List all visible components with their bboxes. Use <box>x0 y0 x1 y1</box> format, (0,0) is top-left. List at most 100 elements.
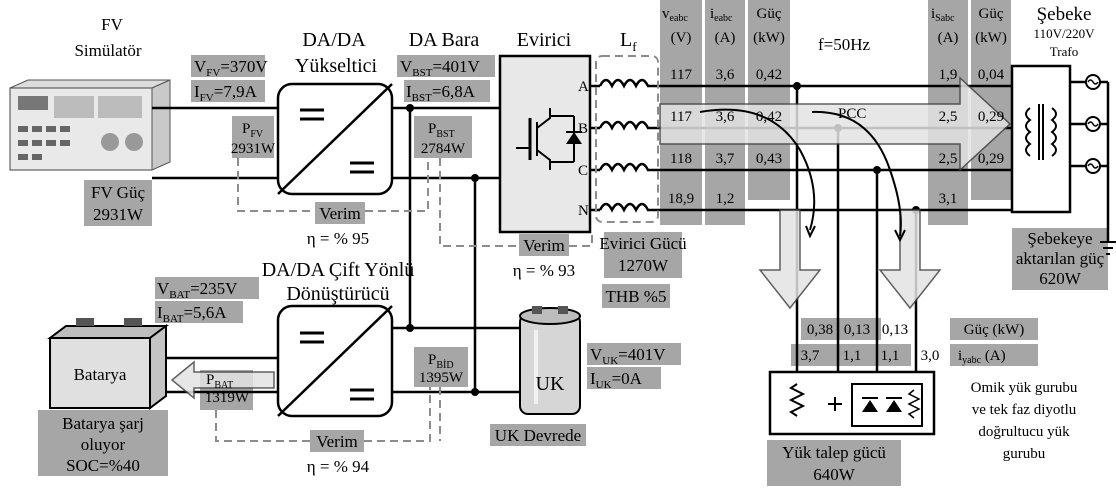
load-demand-2: 640W <box>813 465 856 484</box>
svg-text:3,6: 3,6 <box>716 67 735 83</box>
load-power-values: 0,38 0,13 0,13 <box>807 322 908 338</box>
svg-text:(kW): (kW) <box>753 30 785 46</box>
svg-text:3,0: 3,0 <box>921 348 940 364</box>
inverter-eff-label: Verim <box>523 236 565 255</box>
svg-text:(kW): (kW) <box>975 30 1007 46</box>
grid-title: Şebeke <box>1037 4 1092 25</box>
svg-text:Güç: Güç <box>757 6 782 22</box>
boost-eff-value: η = % 95 <box>307 229 369 248</box>
svg-text:3,7: 3,7 <box>801 348 820 364</box>
svg-text:18,9: 18,9 <box>668 191 694 207</box>
pv-power-2: 2931W <box>93 205 144 224</box>
svg-text:117: 117 <box>670 67 692 83</box>
grid-table-values: 1,9 0,04 2,5 0,29 2,5 0,29 3,1 <box>939 67 1005 207</box>
inverter-symbol <box>498 54 592 234</box>
boost-title-1: DA/DA <box>302 29 366 51</box>
load-current-label: iyabc (A) <box>958 348 1006 366</box>
ground-icon <box>1100 241 1116 255</box>
load-desc-4: gurubu <box>1003 446 1046 462</box>
svg-text:ieabc: ieabc <box>710 6 733 24</box>
bidir-power-label: PBİD <box>428 352 454 371</box>
boost-converter-symbol <box>276 82 394 196</box>
inverter-table-headers: veabc (V) ieabc (A) Güç (kW) <box>662 6 785 46</box>
svg-text:117: 117 <box>670 109 692 125</box>
dc-bus-current: IBST=6,8A <box>406 82 476 104</box>
grid-delivered-2: aktarılan güç <box>1016 249 1105 268</box>
bidirectional-converter-symbol <box>276 304 394 418</box>
battery-icon <box>47 318 169 410</box>
battery-name: Batarya <box>74 365 127 384</box>
filter-inductors <box>598 78 656 213</box>
svg-text:3,1: 3,1 <box>939 191 958 207</box>
inverter-table-values: 117 3,6 0,42 117 3,6 0,42 118 3,7 0,43 1… <box>668 67 782 207</box>
battery-current: IBAT=5,6A <box>157 303 227 325</box>
pcc-label: PCC <box>838 106 866 122</box>
uc-voltage: VUK=401V <box>590 345 666 367</box>
junction-dots <box>406 82 920 396</box>
svg-text:0,42: 0,42 <box>756 67 782 83</box>
svg-text:0,29: 0,29 <box>978 109 1004 125</box>
svg-text:(A): (A) <box>715 30 736 46</box>
load-desc-1: Omik yük gurubu <box>971 380 1078 396</box>
battery-status-2: oluyor <box>81 435 126 454</box>
load-desc-2: ve tek faz diyotlu <box>972 402 1077 418</box>
phase-a-label: A <box>578 79 589 95</box>
inverter-thd: THB %5 <box>606 287 667 306</box>
bidir-eff-label: Verim <box>316 432 358 451</box>
grid-table-headers: iSabc (A) Güç (kW) <box>931 6 1007 46</box>
battery-status-1: Batarya şarj <box>62 414 144 433</box>
dc-bus-power-label: PBST <box>428 121 455 140</box>
ac-source-icons <box>1085 74 1101 174</box>
label-backgrounds <box>38 55 1108 486</box>
battery-status-3: SOC=%40 <box>66 456 140 475</box>
uc-status: UK Devrede <box>495 426 581 445</box>
grid-trafo: Trafo <box>1050 44 1078 59</box>
svg-text:0,29: 0,29 <box>978 151 1004 167</box>
load-box <box>768 370 936 436</box>
svg-text:1,2: 1,2 <box>716 191 735 207</box>
lf-label: Lf <box>620 29 637 54</box>
battery-power-label: PBAT <box>206 372 233 391</box>
flow-curves <box>699 108 906 243</box>
svg-text:1,1: 1,1 <box>881 348 900 364</box>
uc-current: IUK=0A <box>590 369 643 391</box>
pv-title-2: Simülatör <box>74 41 141 60</box>
svg-text:1,1: 1,1 <box>843 348 862 364</box>
svg-text:2,5: 2,5 <box>939 151 958 167</box>
boost-title-2: Yükseltici <box>295 55 378 77</box>
inverter-power-label: Evirici Gücü <box>599 234 687 253</box>
svg-text:(A): (A) <box>938 30 959 46</box>
measurement-dashes <box>215 55 659 442</box>
bidir-title-2: Dönüştürücü <box>286 283 389 305</box>
svg-text:0,04: 0,04 <box>978 67 1005 83</box>
frequency-label: f=50Hz <box>818 35 871 54</box>
dc-bus-power-value: 2784W <box>421 141 466 157</box>
svg-text:3,6: 3,6 <box>716 109 735 125</box>
inverter-eff-value: η = % 93 <box>513 261 575 280</box>
svg-text:1,9: 1,9 <box>939 67 958 83</box>
svg-text:Güç: Güç <box>979 6 1004 22</box>
phase-n-label: N <box>578 203 589 219</box>
svg-text:iSabc: iSabc <box>931 6 955 24</box>
pv-power-label: PFV <box>242 121 264 140</box>
svg-text:veabc: veabc <box>662 6 688 24</box>
pv-simulator-device <box>9 79 171 171</box>
phase-b-label: B <box>578 121 588 137</box>
svg-text:3,7: 3,7 <box>716 151 735 167</box>
svg-text:118: 118 <box>670 151 692 167</box>
pv-title-1: FV <box>101 15 123 34</box>
svg-text:0,38: 0,38 <box>807 322 833 338</box>
svg-text:0,42: 0,42 <box>756 109 782 125</box>
transformer-symbol <box>1010 64 1072 214</box>
boost-eff-label: Verim <box>319 204 361 223</box>
svg-text:(V): (V) <box>671 30 692 46</box>
pv-voltage: VFV=370V <box>194 57 268 79</box>
bidir-power-value: 1395W <box>419 370 464 386</box>
inverter-title: Evirici <box>517 29 572 51</box>
power-flow-arrows <box>170 76 1012 400</box>
load-desc-3: doğrultucu yük <box>978 424 1070 440</box>
battery-voltage: VBAT=235V <box>157 279 238 301</box>
grid-voltage: 110V/220V <box>1034 26 1096 41</box>
pv-power-1: FV Güç <box>91 183 145 202</box>
